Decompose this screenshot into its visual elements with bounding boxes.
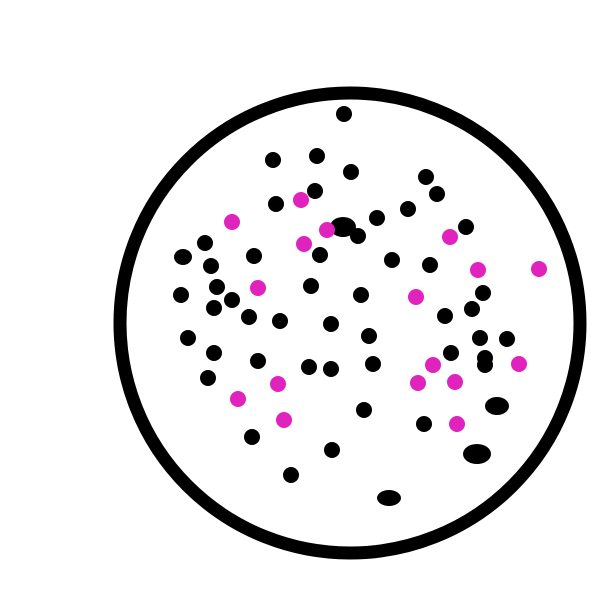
dark-dot	[323, 361, 339, 377]
magenta-dot	[276, 412, 292, 428]
dark-dot	[206, 345, 222, 361]
dark-dot	[283, 467, 299, 483]
dark-dot	[197, 235, 213, 251]
magenta-dot	[408, 289, 424, 305]
dark-dot	[272, 313, 288, 329]
dark-dot	[241, 309, 257, 325]
dark-dot	[174, 249, 192, 265]
dark-dot	[443, 345, 459, 361]
magenta-dot	[319, 222, 335, 238]
magenta-dot	[296, 236, 312, 252]
dark-dots-group	[173, 106, 515, 506]
dark-dot	[350, 228, 366, 244]
magenta-dot	[442, 229, 458, 245]
dark-dot	[353, 287, 369, 303]
dark-dot	[173, 287, 189, 303]
dark-dot	[472, 330, 488, 346]
dark-dot	[429, 186, 445, 202]
dark-dot	[499, 331, 515, 347]
dark-dot	[377, 490, 401, 506]
dark-dot	[384, 252, 400, 268]
dark-dot	[246, 248, 262, 264]
dark-dot	[464, 301, 480, 317]
magenta-dot	[224, 214, 240, 230]
dark-dot	[250, 353, 266, 369]
dark-dot	[303, 278, 319, 294]
dark-dot	[477, 357, 493, 373]
dark-dot	[485, 397, 509, 415]
dark-dot	[356, 402, 372, 418]
magenta-dot	[250, 280, 266, 296]
dark-dot	[458, 219, 474, 235]
magenta-dot	[511, 356, 527, 372]
dark-dot	[400, 201, 416, 217]
magenta-dots-group	[224, 192, 547, 432]
magenta-dot	[425, 357, 441, 373]
dark-dot	[324, 442, 340, 458]
dark-dot	[418, 169, 434, 185]
magenta-dot	[293, 192, 309, 208]
dark-dot	[369, 210, 385, 226]
magenta-dot	[470, 262, 486, 278]
magenta-dot	[447, 374, 463, 390]
magenta-dot	[230, 391, 246, 407]
dark-dot	[224, 292, 240, 308]
magenta-dot	[410, 375, 426, 391]
magenta-dot	[270, 376, 286, 392]
dark-dot	[209, 279, 225, 295]
dark-dot	[309, 148, 325, 164]
magenta-dot	[449, 416, 465, 432]
dark-dot	[307, 183, 323, 199]
dark-dot	[203, 258, 219, 274]
dark-dot	[475, 285, 491, 301]
dark-dot	[361, 328, 377, 344]
dark-dot	[365, 356, 381, 372]
dark-dot	[301, 359, 317, 375]
magenta-dot	[531, 261, 547, 277]
dark-dot	[312, 247, 328, 263]
dark-dot	[244, 429, 260, 445]
dark-dot	[268, 196, 284, 212]
dark-dot	[200, 370, 216, 386]
dark-dot	[463, 444, 491, 464]
dark-dot	[323, 316, 339, 332]
dark-dot	[422, 257, 438, 273]
dark-dot	[343, 164, 359, 180]
dark-dot	[206, 300, 222, 316]
dark-dot	[437, 308, 453, 324]
dark-dot	[330, 217, 356, 237]
dark-dot	[180, 330, 196, 346]
outer-circle	[113, 86, 587, 560]
dark-dot	[336, 106, 352, 122]
dark-dot	[265, 152, 281, 168]
dark-dot	[416, 416, 432, 432]
